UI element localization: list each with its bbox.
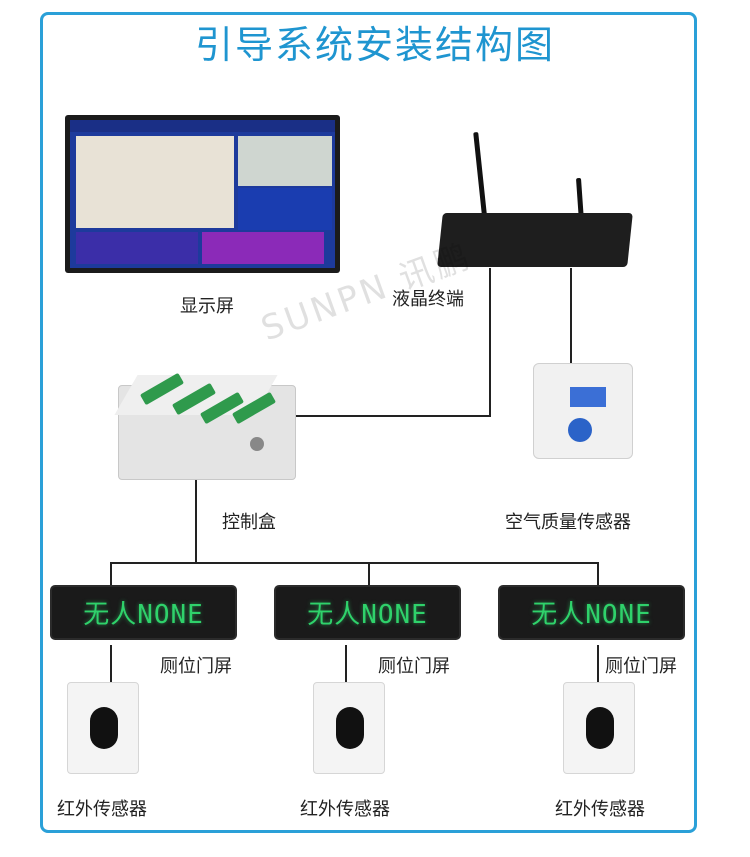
line-bus-horizontal [110,562,599,564]
ir-sensor-2 [313,682,385,774]
ir-sensor-lens [586,707,614,749]
line-bus-drop-1 [110,562,112,586]
ir-sensor-1 [67,682,139,774]
line-bus-drop-3 [597,562,599,586]
door-screen-label-1: 厕位门屏 [160,656,232,677]
diagram-frame [40,12,697,833]
line-door-to-ir-3 [597,645,599,683]
diagram-title: 引导系统安装结构图 [194,23,555,67]
line-terminal-to-control [489,268,491,416]
air-quality-sensor-label: 空气质量传感器 [505,512,631,533]
door-screen-text: 无人NONE [83,600,204,630]
air-sensor-button [568,418,592,442]
door-screen-1: 无人NONE [50,585,237,640]
ir-sensor-label-1: 红外传感器 [57,799,147,820]
line-door-to-ir-2 [345,645,347,683]
lcd-terminal-label: 液晶终端 [392,289,464,310]
door-screen-text: 无人NONE [531,600,652,630]
door-screen-2: 无人NONE [274,585,461,640]
door-screen-label-2: 厕位门屏 [378,656,450,677]
door-screen-label-3: 厕位门屏 [605,656,677,677]
ir-sensor-label-2: 红外传感器 [300,799,390,820]
door-screen-3: 无人NONE [498,585,685,640]
ir-sensor-label-3: 红外传感器 [555,799,645,820]
line-control-to-terminal-h [296,415,491,417]
line-control-down [195,480,197,562]
line-terminal-to-air [570,268,572,364]
display-screen-image [65,115,340,273]
air-quality-sensor-image [533,363,633,459]
line-bus-drop-2 [368,562,370,586]
door-screen-text: 无人NONE [307,600,428,630]
control-box-label: 控制盒 [222,512,276,533]
ir-sensor-3 [563,682,635,774]
ir-sensor-lens [336,707,364,749]
display-screen-label: 显示屏 [180,296,234,317]
ir-sensor-lens [90,707,118,749]
line-door-to-ir-1 [110,645,112,683]
control-box-port [250,437,264,451]
air-sensor-display [570,387,606,407]
